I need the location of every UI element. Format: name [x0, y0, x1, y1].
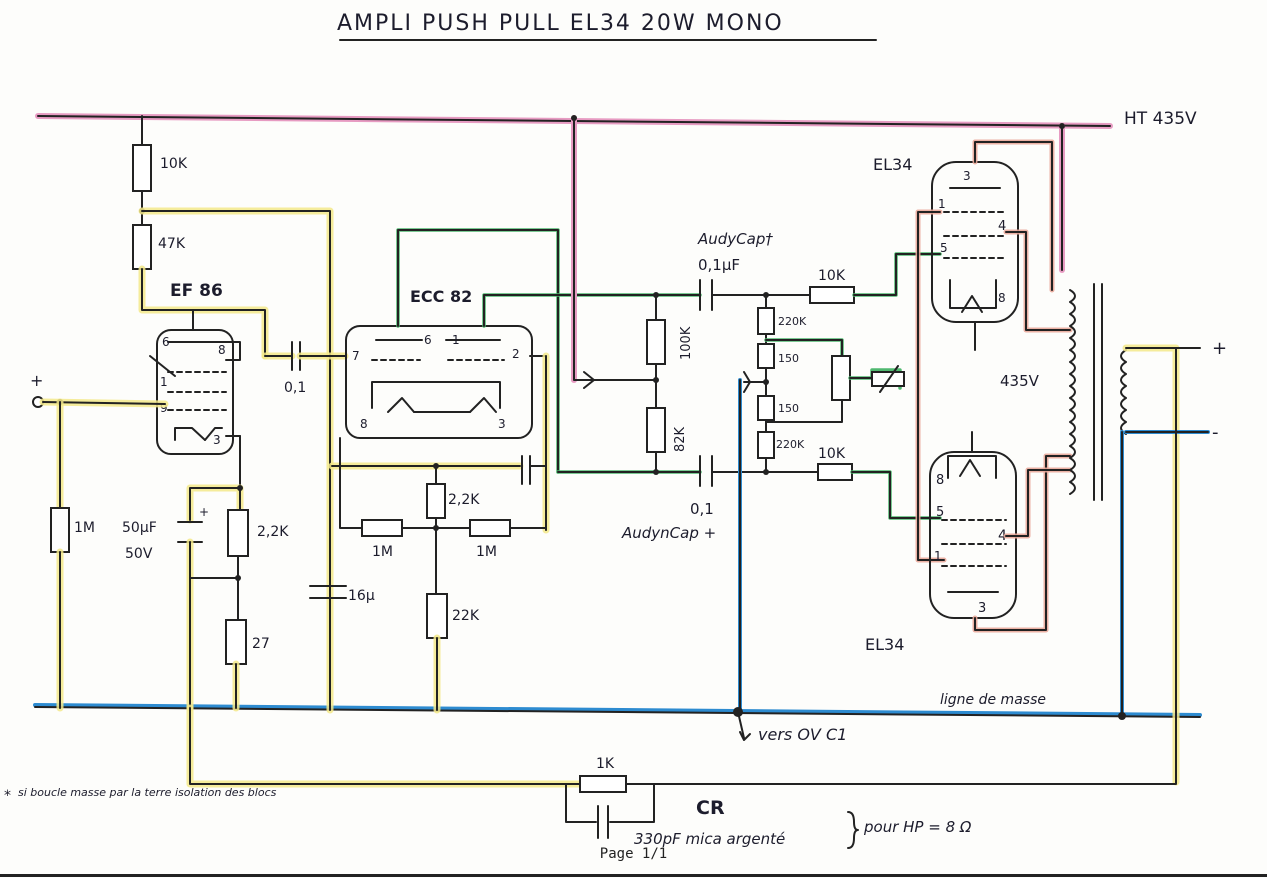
ef86-pin-6: 6 — [162, 335, 170, 349]
label-22k: 22K — [452, 608, 480, 624]
resistor-1k — [579, 775, 627, 793]
schematic-title: AMPLI PUSH PULL EL34 20W MONO — [337, 11, 784, 36]
tube-ef86 — [156, 329, 234, 455]
label-1m-right: 1M — [476, 544, 497, 560]
ht-label: HT 435V — [1124, 109, 1197, 129]
label-1m-left: 1M — [372, 544, 393, 560]
resistor-2k2-mid — [426, 483, 446, 519]
label-cr: CR — [696, 797, 725, 819]
resistor-1m-left — [361, 519, 403, 537]
label-100k: 100K — [679, 326, 694, 360]
el34-bottom-pin-1: 1 — [934, 549, 942, 563]
label-50v: 50V — [125, 546, 153, 562]
label-220k-top: 220K — [778, 315, 807, 328]
ecc82-pin-8: 8 — [360, 417, 368, 431]
label-10k-top: 10K — [160, 156, 188, 172]
label-1m-input: 1M — [74, 520, 95, 536]
label-150-a: 150 — [778, 352, 799, 365]
label-cap-16u: 16µ — [348, 588, 375, 604]
resistor-47k — [132, 224, 152, 270]
tube-ecc82 — [345, 325, 533, 439]
label-2k2-mid: 2,2K — [448, 492, 480, 508]
ef86-pin-1: 1 — [160, 375, 168, 389]
label-50uf: 50µF — [122, 520, 157, 536]
ef86-pin-8: 8 — [218, 343, 226, 357]
label-150-b: 150 — [778, 402, 799, 415]
el34-top-pin-4: 4 — [998, 219, 1006, 234]
el34-bottom-label: EL34 — [865, 635, 904, 654]
resistor-22k — [426, 593, 448, 639]
resistor-1m-input — [50, 507, 70, 553]
label-2k2: 2,2K — [257, 524, 289, 540]
resistor-100k — [646, 319, 666, 365]
ef86-label: EF 86 — [170, 281, 223, 301]
ot-primary-winding — [1069, 289, 1076, 495]
el34-bottom-pin-4: 4 — [998, 528, 1007, 544]
resistor-10k-top — [132, 144, 152, 192]
label-47k: 47K — [158, 236, 186, 252]
label-82k: 82K — [673, 426, 688, 452]
out-minus: - — [1212, 422, 1219, 443]
label-audycap-bottom: AudynCap + — [621, 524, 716, 542]
label-10k-grid-bottom: 10K — [818, 446, 846, 462]
el34-top-label: EL34 — [873, 155, 912, 174]
el34-bottom-pin-3: 3 — [978, 601, 986, 616]
el34-top-pin-8: 8 — [998, 291, 1006, 305]
page-bottom-border — [0, 874, 1267, 877]
label-435v: 435V — [1000, 372, 1040, 390]
label-1k: 1K — [596, 756, 615, 772]
ecc82-pin-6: 6 — [424, 333, 432, 347]
label-audycap-bottom-val: 0,1 — [690, 500, 714, 518]
label-audycap-top-val: 0,1µF — [698, 256, 740, 274]
label-10k-grid-top: 10K — [818, 268, 846, 284]
el34-top-pin-3: 3 — [963, 169, 971, 183]
side-note-bullet: * — [4, 788, 11, 804]
resistor-150-a — [757, 343, 775, 369]
label-27: 27 — [252, 636, 270, 652]
resistor-220k-top — [757, 307, 775, 335]
el34-top-pin-1: 1 — [938, 197, 946, 211]
ef86-pin-3: 3 — [213, 433, 221, 447]
ot-secondary-winding — [1120, 349, 1127, 435]
ecc82-label: ECC 82 — [410, 287, 472, 306]
resistor-150-b — [757, 395, 775, 421]
label-cap-0-1: 0,1 — [284, 380, 306, 396]
page-footer: Page 1/1 — [599, 846, 668, 862]
label-330pf: 330pF mica argenté — [634, 830, 785, 848]
balance-pot — [831, 355, 851, 401]
ecc82-pin-7: 7 — [352, 349, 360, 363]
resistor-82k — [646, 407, 666, 453]
hp-note: pour HP = 8 Ω — [863, 818, 972, 836]
resistor-27 — [225, 619, 247, 665]
ecc82-pin-2: 2 — [512, 347, 520, 361]
el34-bottom-pin-5: 5 — [936, 505, 944, 520]
el34-bottom-pin-8: 8 — [936, 473, 944, 488]
ecc82-pin-1: 1 — [452, 333, 460, 347]
ef86-pin-9: 9 — [160, 401, 168, 415]
side-note: si boucle masse par la terre isolation d… — [18, 786, 277, 799]
resistor-10k-grid-top — [809, 286, 855, 304]
el34-top-pin-5: 5 — [940, 241, 948, 255]
ov-label: vers OV C1 — [758, 725, 847, 744]
label-audycap-top: AudyCap† — [697, 230, 773, 248]
input-plus: + — [30, 371, 43, 390]
resistor-220k-bottom — [757, 431, 775, 459]
resistor-2k2-cathode — [227, 509, 249, 557]
resistor-10k-grid-bottom — [817, 463, 853, 481]
resistor-1m-right — [469, 519, 511, 537]
svg-text:+: + — [199, 505, 209, 519]
out-plus: + — [1212, 338, 1227, 359]
ground-label: ligne de masse — [940, 692, 1046, 708]
label-220k-bottom: 220K — [776, 438, 805, 451]
ecc82-pin-3: 3 — [498, 417, 506, 431]
